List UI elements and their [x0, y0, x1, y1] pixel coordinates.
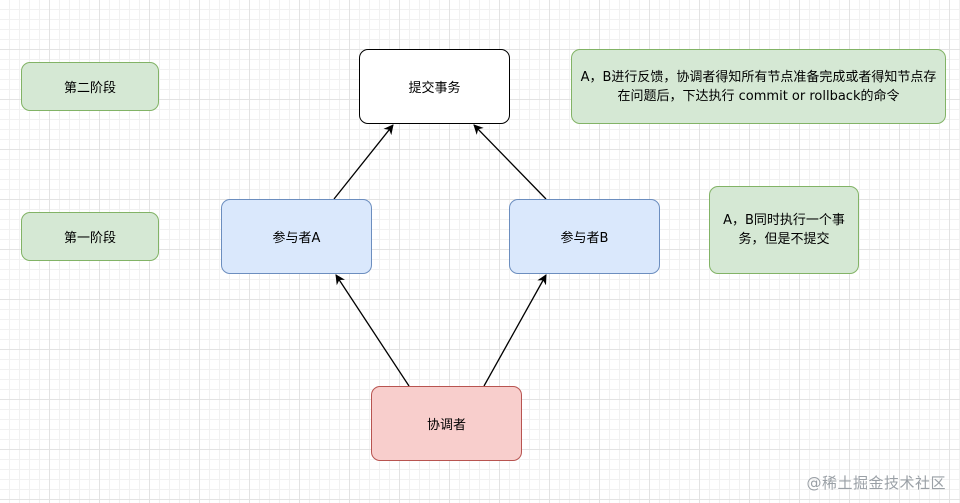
commit-transaction-node: 提交事务 [359, 49, 510, 124]
arrow-coordinator-to-b [483, 274, 547, 387]
phase-2-note: A，B进行反馈，协调者得知所有节点准备完成或者得知节点存在问题后，下达执行 co… [571, 49, 946, 124]
participant-a-node: 参与者A [221, 199, 372, 274]
arrow-a-to-commit [333, 124, 394, 200]
coordinator-node: 协调者 [371, 386, 522, 461]
watermark: @稀土掘金技术社区 [806, 474, 946, 492]
arrow-coordinator-to-a [335, 274, 410, 387]
arrow-b-to-commit [473, 124, 547, 200]
phase-1-label: 第一阶段 [21, 212, 159, 261]
phase-1-note: A，B同时执行一个事务，但是不提交 [709, 186, 859, 274]
participant-b-node: 参与者B [509, 199, 660, 274]
phase-2-label: 第二阶段 [21, 62, 159, 111]
